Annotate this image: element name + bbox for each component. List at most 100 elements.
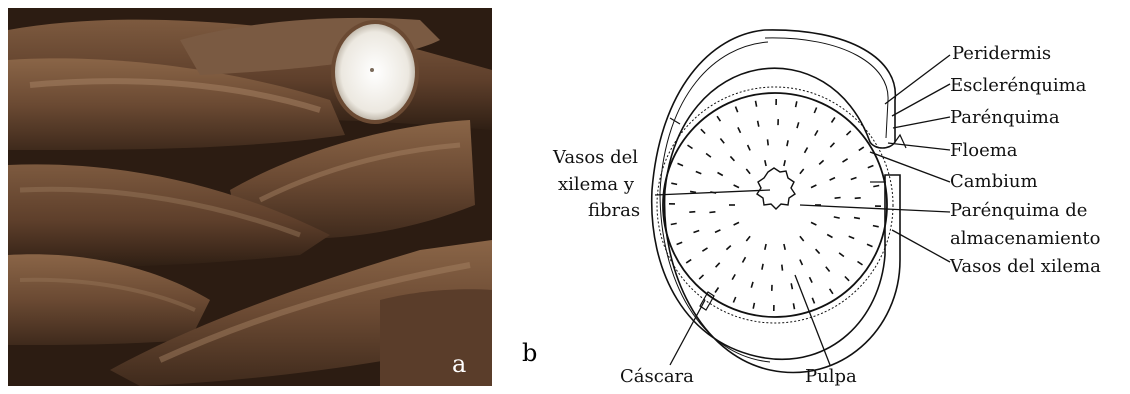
parenchyma-dash <box>810 277 813 282</box>
parenchyma-dash <box>811 185 816 188</box>
parenchyma-dash <box>720 139 724 144</box>
parenchyma-dash <box>699 275 703 279</box>
parenchyma-dash <box>732 274 735 279</box>
parenchyma-dash <box>867 244 873 246</box>
parenchyma-dash <box>701 129 705 133</box>
parenchyma-dash <box>855 198 861 199</box>
parenchyma-dash <box>787 140 788 146</box>
parenchyma-dash <box>748 145 751 150</box>
parenchyma-dash <box>845 277 849 281</box>
parenchyma-dash <box>832 118 835 123</box>
parenchyma-dash <box>815 130 818 135</box>
parenchyma-dash <box>835 198 841 199</box>
parenchyma-dash <box>730 156 734 160</box>
parenchyma-dash <box>686 260 691 263</box>
parenchyma-dash <box>726 246 730 250</box>
parenchyma-dash <box>716 263 720 267</box>
parenchyma-dashes <box>669 99 881 311</box>
cassava-photo: a <box>0 0 500 394</box>
parenchyma-dash <box>768 139 769 145</box>
label-vasos-xilema: Vasos del xilema <box>950 257 1101 277</box>
parenchyma-dash <box>834 217 840 218</box>
parenchyma-dash <box>827 235 832 238</box>
parenchyma-dash <box>677 242 683 244</box>
parenchyma-dash <box>743 257 746 262</box>
parenchyma-dash <box>811 222 816 225</box>
parenchyma-dash <box>736 107 738 113</box>
cambium-ring <box>663 93 887 317</box>
parenchyma-dash <box>839 253 844 257</box>
parenchyma-dash <box>715 230 720 233</box>
parenchyma-dash <box>797 122 799 128</box>
panel-letter-a: a <box>452 350 466 378</box>
parenchyma-dash <box>758 121 759 127</box>
parenchyma-dash <box>843 159 848 162</box>
parenchyma-dash <box>814 108 816 114</box>
label-vasos-fibras-1: Vasos del <box>553 148 638 168</box>
label-parenquima-almacenamiento-1: Parénquima de <box>950 201 1087 221</box>
label-esclerenquima: Esclerénquima <box>950 76 1086 96</box>
label-peridermis: Peridermis <box>952 44 1051 64</box>
parenchyma-dash <box>709 212 715 213</box>
parenchyma-dash <box>746 236 750 241</box>
floema-ring <box>657 87 893 323</box>
parenchyma-dash <box>689 212 695 213</box>
parenchyma-dash <box>854 218 860 219</box>
parenchyma-dash <box>830 143 834 147</box>
parenchyma-dash <box>706 154 711 158</box>
parenchyma-dash <box>793 303 794 309</box>
label-cascara: Cáscara <box>620 367 694 387</box>
parenchyma-dash <box>678 163 684 165</box>
parenchyma-dash <box>873 226 879 227</box>
parenchyma-dash <box>765 244 766 250</box>
parenchyma-dash <box>858 262 863 265</box>
parenchyma-dash <box>717 116 720 121</box>
parenchyma-dash <box>800 169 804 174</box>
parenchyma-dash <box>733 297 735 303</box>
parenchyma-dash <box>702 248 707 251</box>
parenchyma-dash <box>849 236 855 238</box>
panel-letter-b: b <box>522 340 537 366</box>
parenchyma-dash <box>784 244 785 250</box>
parenchyma-dash <box>751 282 753 288</box>
leader-lines <box>655 55 950 365</box>
parenchyma-dash <box>715 288 718 293</box>
cut-root-flesh <box>333 22 417 122</box>
parenchyma-dash <box>819 160 823 164</box>
parenchyma-dash <box>800 236 804 241</box>
label-cambium: Cambium <box>950 172 1038 192</box>
xylem-core <box>757 168 795 209</box>
parenchyma-dash <box>830 178 835 181</box>
parenchyma-dash <box>734 185 739 188</box>
parenchyma-dash <box>796 101 797 107</box>
label-vasos-fibras-2: xilema y <box>558 175 634 195</box>
parenchyma-dash <box>791 283 792 289</box>
parenchyma-dash <box>873 186 879 187</box>
cassava-root <box>380 289 492 386</box>
parenchyma-dash <box>734 222 739 225</box>
parenchyma-dash <box>847 131 851 135</box>
parenchyma-dash <box>851 178 857 180</box>
label-pulpa: Pulpa <box>805 367 857 387</box>
parenchyma-dash <box>782 265 783 271</box>
parenchyma-dash <box>762 264 763 270</box>
parenchyma-dash <box>671 223 677 224</box>
parenchyma-dash <box>765 160 766 166</box>
parenchyma-dash <box>868 166 874 168</box>
parenchyma-dash <box>688 145 693 148</box>
parenchyma-dash <box>738 127 741 132</box>
parenchyma-dash <box>746 169 750 174</box>
peridermis-layer <box>652 30 900 373</box>
parenchyma-dash <box>671 183 677 184</box>
parenchyma-dash <box>859 147 864 150</box>
parenchyma-dash <box>816 249 820 253</box>
label-parenquima: Parénquima <box>950 108 1060 128</box>
parenchyma-dash <box>826 267 830 272</box>
parenchyma-dash <box>800 260 803 265</box>
parenchyma-dash <box>830 289 833 294</box>
label-parenquima-almacenamiento-2: almacenamiento <box>950 229 1101 249</box>
parenchyma-dash <box>696 172 702 174</box>
parenchyma-dash <box>690 191 696 192</box>
parenchyma-dash <box>756 101 757 107</box>
parenchyma-dash <box>694 231 700 233</box>
